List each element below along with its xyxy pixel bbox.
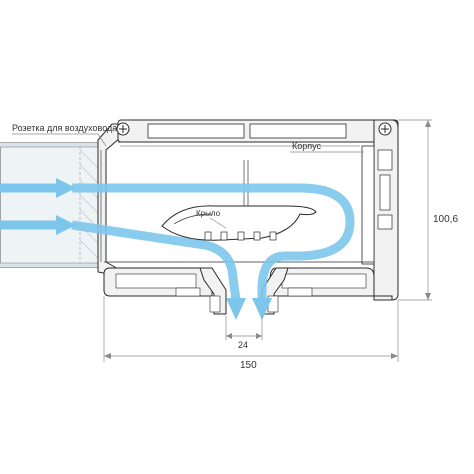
label-wing: Крыло — [196, 209, 221, 218]
housing-top-chamber — [249, 123, 347, 139]
duct-body — [0, 142, 99, 268]
label-housing: Корпус — [292, 141, 322, 151]
airflow-band-top — [72, 183, 355, 300]
dimension-ticks — [104, 120, 431, 359]
dimension-lines — [12, 119, 432, 362]
duct-wall-top — [0, 143, 98, 147]
dimension-slot: 24 — [238, 340, 248, 350]
air-duct — [0, 142, 99, 268]
duct-wall-bottom — [0, 263, 98, 267]
airflow-arrow-icon — [56, 178, 76, 198]
airflow-paths — [0, 183, 355, 301]
housing-top-chamber — [147, 123, 245, 139]
airflow-arrow-icon — [252, 298, 272, 320]
airflow-arrow-icon — [226, 298, 246, 320]
label-duct-outlet: Розетка для воздуховода — [12, 123, 117, 133]
dimension-height: 100,6 — [433, 214, 458, 225]
dimension-width: 150 — [240, 360, 257, 371]
duct-outlet-socket — [97, 123, 121, 277]
airflow-band-bottom — [71, 220, 241, 301]
screw-icon — [378, 122, 392, 136]
damper-wing — [161, 205, 317, 241]
airflow-arrow-icon — [56, 215, 76, 235]
screw-icon — [116, 122, 130, 136]
